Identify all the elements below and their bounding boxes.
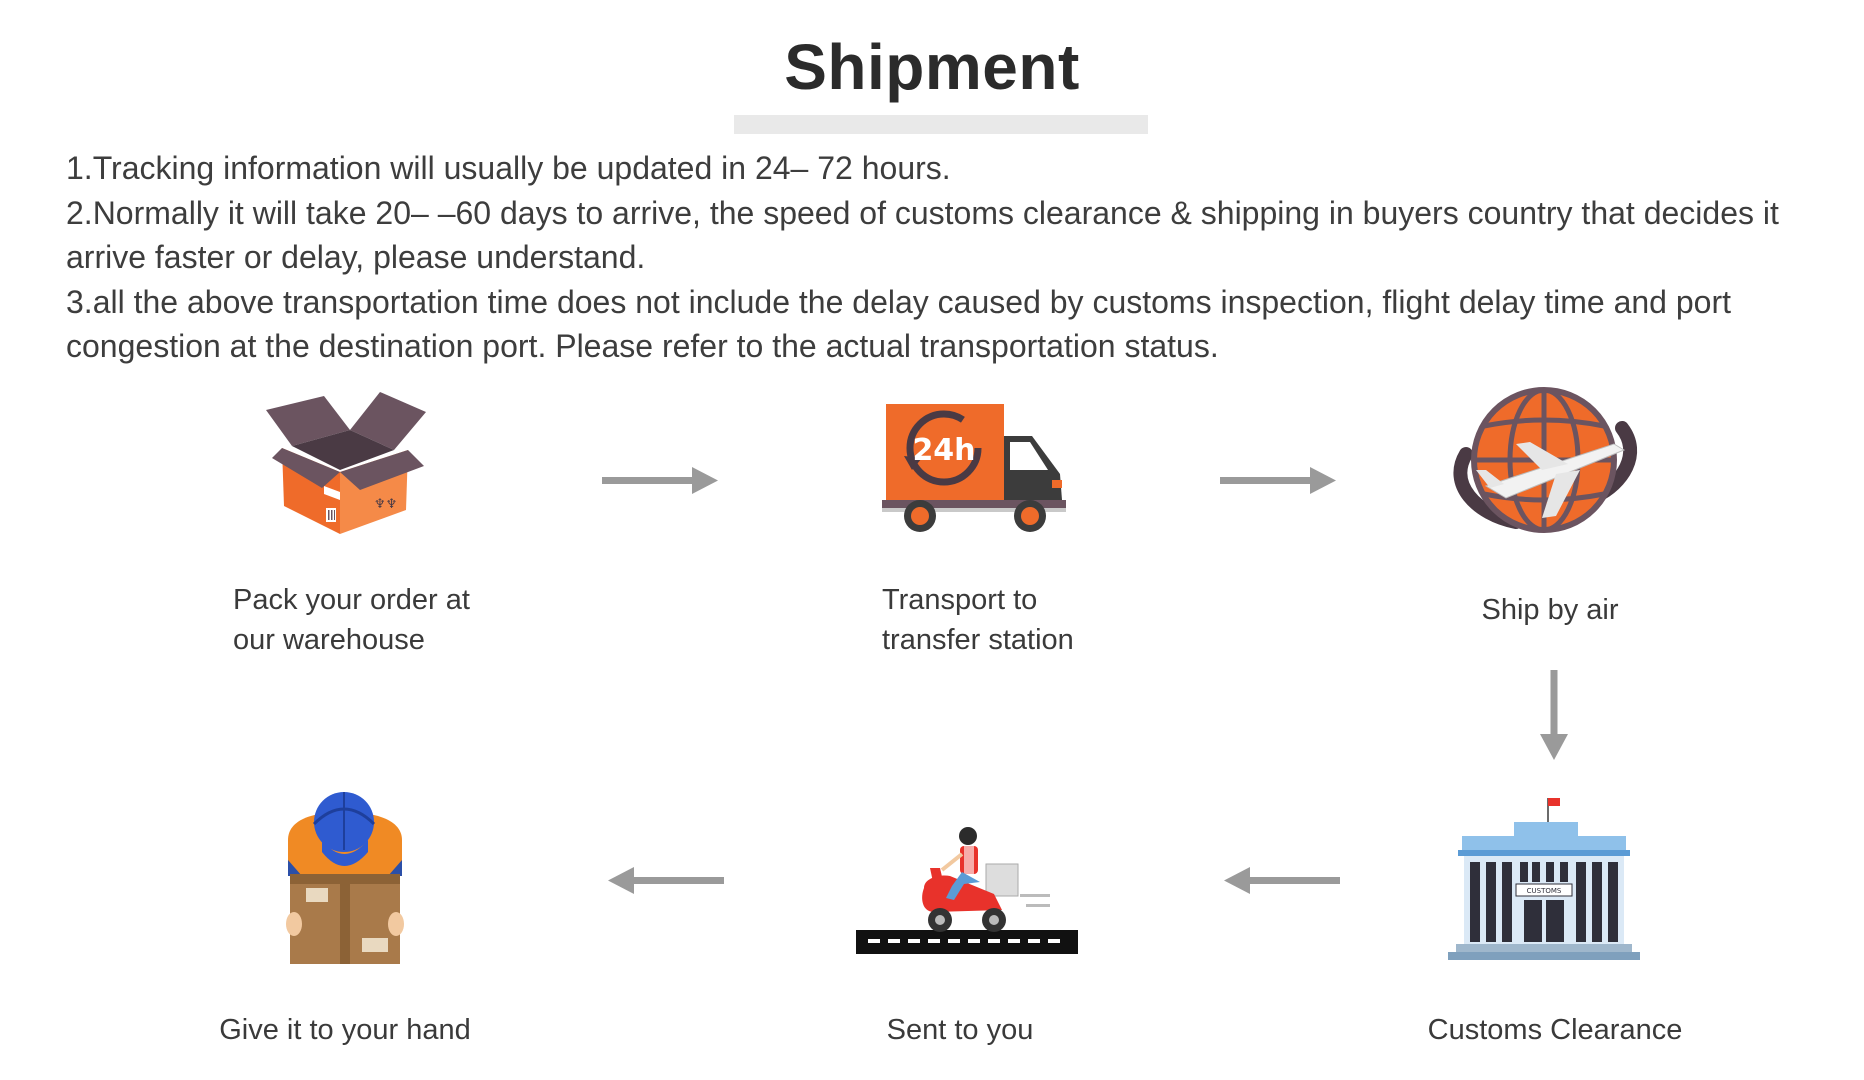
step-pack-line2: our warehouse [233, 624, 425, 656]
delivery-truck-24h-icon: 24h [882, 400, 1068, 536]
courier-scooter-icon [854, 824, 1080, 958]
title-underline [734, 115, 1148, 134]
arrow-right-1 [602, 464, 720, 496]
truck-badge-text: 24h [912, 433, 975, 468]
step-sent-label: Sent to you [886, 1014, 1034, 1046]
note-exclusions: 3.all the above transportation time does… [66, 283, 1731, 365]
globe-airplane-icon [1446, 384, 1642, 540]
step-customs-label: Customs Clearance [1427, 1014, 1683, 1046]
step-air-label: Ship by air [1481, 594, 1619, 626]
note-tracking: 1.Tracking information will usually be u… [66, 150, 951, 186]
step-pack-line1: Pack your order at [233, 584, 470, 616]
courier-holding-box-icon [282, 790, 408, 968]
arrow-right-2 [1220, 464, 1338, 496]
step-hand-label: Give it to your hand [219, 1014, 471, 1046]
page-title: Shipment [784, 31, 1080, 103]
customs-sign-text: CUSTOMS [1527, 887, 1562, 895]
step-transport-label: Transport to transfer station [882, 580, 1074, 660]
svg-text:♆♆: ♆♆ [374, 497, 397, 512]
customs-building-icon: CUSTOMS [1448, 796, 1640, 964]
package-box-icon: ♆♆ [262, 388, 432, 536]
arrow-down [1538, 670, 1570, 762]
note-delivery-time: 2.Normally it will take 20– –60 days to … [66, 194, 1779, 276]
arrow-left-1 [1222, 864, 1340, 896]
arrow-left-2 [606, 864, 724, 896]
shipping-notes: 1.Tracking information will usually be u… [66, 146, 1826, 369]
step-transport-line2: transfer station [882, 624, 1074, 656]
step-pack-label: Pack your order at our warehouse [233, 580, 470, 660]
step-transport-line1: Transport to [882, 584, 1038, 616]
